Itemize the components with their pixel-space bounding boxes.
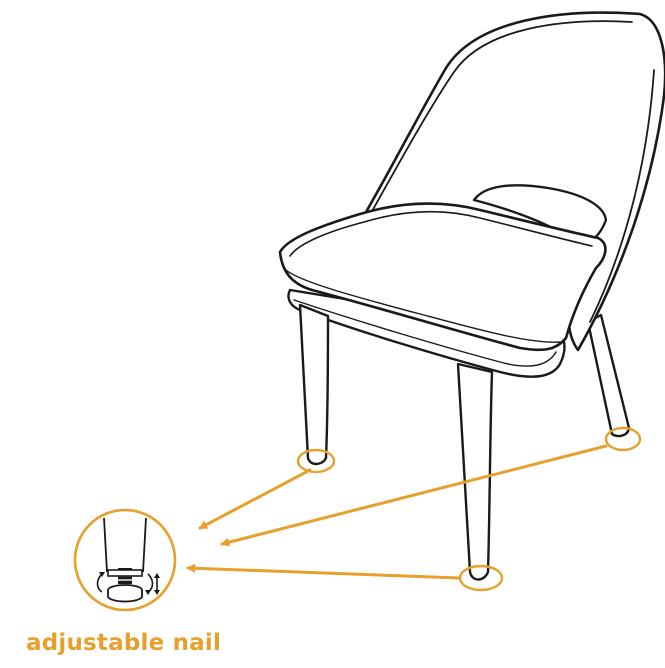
arrow-from-front-right <box>186 563 462 580</box>
arrow-from-back-right <box>220 444 608 547</box>
chair-seat-cushion <box>278 202 607 352</box>
detail-circle <box>73 508 177 612</box>
chair-leg-back-right <box>586 313 631 438</box>
chair-leg-front-right <box>456 362 494 581</box>
foot-highlights <box>296 426 642 592</box>
chair-leg-front-left <box>298 303 330 466</box>
foot-highlight-front-left <box>296 448 336 474</box>
chair-seat-base <box>287 288 566 378</box>
caption-adjustable-nail: adjustable nail <box>26 630 222 656</box>
rotate-arrows-icon <box>96 572 154 595</box>
arrow-from-front-left <box>198 468 312 530</box>
foot-highlight-back-right <box>604 426 642 452</box>
pointer-arrows <box>186 444 608 580</box>
chair-icon <box>278 11 665 581</box>
adjustable-foot-icon <box>73 508 177 612</box>
vertical-adjust-arrow-icon <box>154 573 160 595</box>
